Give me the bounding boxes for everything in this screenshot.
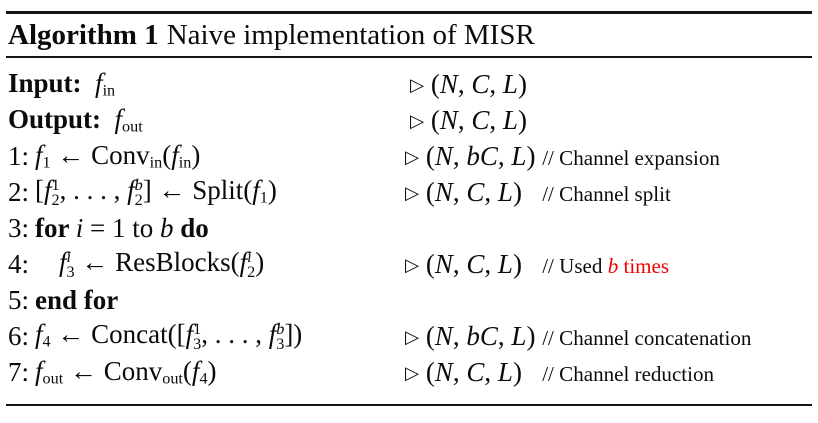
algo-line-output: Output: fout ▷ (N, C, L) xyxy=(8,102,816,138)
line-number: 3: xyxy=(8,212,30,243)
line-code: fout ← Convout(f4) xyxy=(35,355,217,388)
line-code: f1 ← Convin(fin) xyxy=(35,139,201,172)
algo-line-input: Input: fin ▷ (N, C, L) xyxy=(8,66,816,102)
line-comment: ▷ (N, C, L) // Channel split xyxy=(405,176,671,207)
line-number: 4: xyxy=(8,248,30,279)
line-code: Output: fout xyxy=(8,103,143,136)
line-number: 6: xyxy=(8,320,30,351)
line-number: 1: xyxy=(8,140,30,171)
algorithm-title-text: Naive implementation of MISR xyxy=(166,19,535,51)
line-comment: ▷ (N, C, L) xyxy=(410,68,527,99)
algorithm-body: Input: fin ▷ (N, C, L) Output: fout ▷ (N… xyxy=(8,66,816,390)
bottom-rule xyxy=(6,404,812,406)
algo-line-3: 3: for i = 1 to b do xyxy=(8,210,816,246)
algo-line-7: 7: fout ← Convout(f4) ▷ (N, C, L) // Cha… xyxy=(8,354,816,390)
line-number: 2: xyxy=(8,176,30,207)
algo-line-5: 5: end for xyxy=(8,282,816,318)
line-comment: ▷ (N, C, L) xyxy=(410,104,527,135)
line-code: end for xyxy=(35,284,119,315)
line-comment: ▷ (N, C, L) // Used b times xyxy=(405,248,670,279)
line-comment: ▷ (N, C, L) // Channel reduction xyxy=(405,356,715,387)
line-comment: ▷ (N, bC, L) // Channel expansion xyxy=(405,140,720,171)
line-code: for i = 1 to b do xyxy=(35,212,209,243)
algorithm-title-label: Algorithm 1 xyxy=(8,19,159,51)
line-comment: ▷ (N, bC, L) // Channel concatenation xyxy=(405,320,752,351)
line-number: 5: xyxy=(8,284,30,315)
line-number: 7: xyxy=(8,356,30,387)
algo-line-1: 1: f1 ← Convin(fin) ▷ (N, bC, L) // Chan… xyxy=(8,138,816,174)
top-rule xyxy=(6,11,812,14)
title-separator-rule xyxy=(6,56,812,58)
line-code: Input: fin xyxy=(8,67,116,100)
